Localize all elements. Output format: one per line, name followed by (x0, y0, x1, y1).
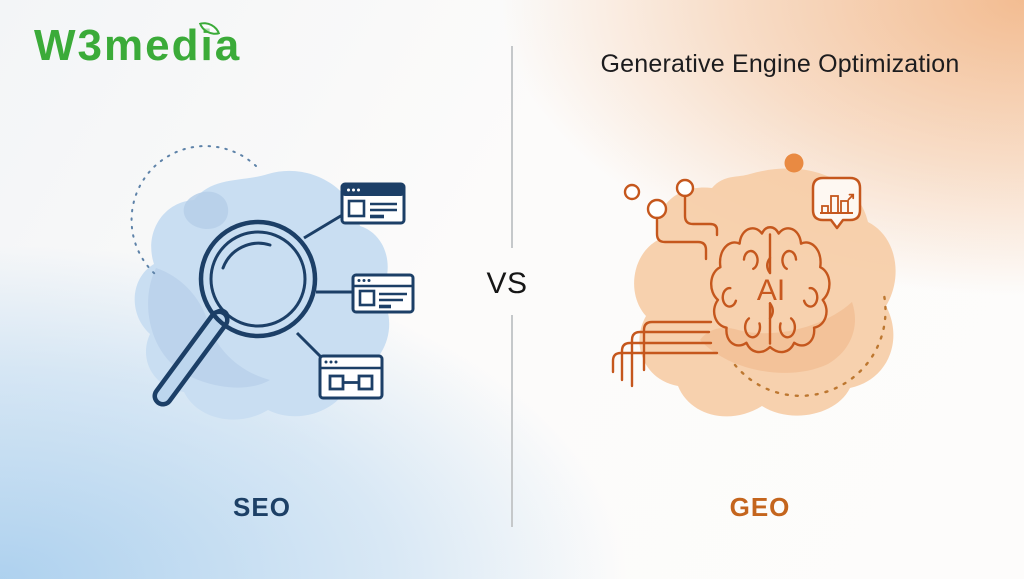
webpage-window-icon (340, 182, 406, 225)
page-title: Generative Engine Optimization (600, 50, 960, 78)
peach-blob (634, 168, 896, 417)
bar-chart-bubble-icon (811, 176, 862, 230)
divider-line-bottom (511, 315, 513, 527)
linked-boxes-window-icon (318, 354, 384, 400)
seo-label: SEO (233, 492, 291, 522)
vs-label: VS (486, 267, 528, 300)
magnifying-glass-icon (152, 219, 318, 407)
logo: W3media (34, 17, 241, 72)
dashed-circle-icon (130, 145, 257, 275)
seo-illustration (130, 145, 415, 420)
ai-brain-icon (711, 227, 829, 352)
circuit-nodes-icon (611, 178, 719, 388)
connector-lines (295, 212, 355, 360)
dashed-circle-icon (733, 293, 887, 398)
divider-line-top (511, 46, 513, 248)
webpage-window-icon (351, 273, 415, 314)
ai-label: AI (757, 274, 785, 307)
geo-illustration: AI (611, 153, 896, 417)
geo-label: GEO (729, 492, 791, 522)
orange-dot-icon (784, 153, 804, 173)
